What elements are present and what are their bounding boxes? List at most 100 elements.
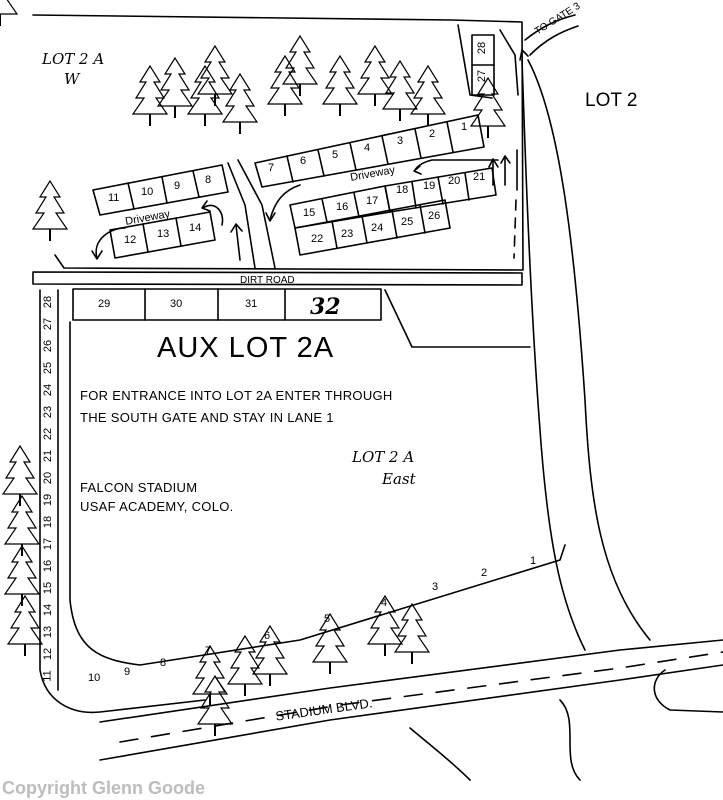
tree-icon: [282, 35, 318, 97]
stall-number: 2: [481, 567, 488, 579]
copyright-notice: Copyright Glenn Goode: [2, 778, 205, 798]
stall-number: 20: [448, 175, 461, 187]
stall-number: 17: [366, 195, 379, 207]
stall-number: 13: [42, 625, 55, 639]
lot2a-west-label-line1: LOT 2 A: [42, 50, 105, 68]
stall-number: 22: [311, 233, 324, 245]
stall-number: 23: [42, 405, 55, 419]
tree-icon: [2, 445, 38, 507]
stall-number: 10: [141, 186, 154, 198]
stall-number: 2: [429, 128, 436, 140]
tree-icon: [187, 65, 223, 127]
stall-number: 15: [303, 207, 316, 219]
stall-number: 19: [423, 180, 436, 192]
stall-number: 20: [42, 471, 55, 485]
stall-number: 25: [401, 216, 414, 228]
aux-row-stalls: [72, 288, 382, 321]
tree-icon: [197, 45, 233, 107]
entrance-instructions-line1: FOR ENTRANCE INTO LOT 2A ENTER THROUGH: [80, 388, 393, 403]
top-row-stalls: [254, 114, 485, 188]
venue-line2: USAF ACADEMY, COLO.: [80, 499, 234, 514]
stall-number: 21: [42, 449, 55, 463]
stall-number: 9: [124, 666, 131, 678]
tree-icon: [7, 595, 43, 657]
stall-number: 6: [264, 630, 271, 642]
tree-icon: [470, 77, 506, 139]
tree-icon: [32, 180, 68, 242]
lot2a-east-label-line1: LOT 2 A: [352, 448, 415, 466]
stall-number: 10: [88, 672, 101, 684]
stall-number: 1: [461, 121, 468, 133]
stall-number: 5: [332, 149, 339, 161]
lot2-road-right-edge: [527, 59, 651, 641]
stall-number: 14: [42, 603, 55, 617]
tree-icon: [394, 603, 430, 665]
stall-number: 18: [42, 515, 55, 529]
stall-number: 11: [108, 192, 120, 204]
stall-number: 5: [324, 613, 331, 625]
stall-number: 18: [396, 184, 409, 196]
tree-icon: [222, 73, 258, 135]
stall-number: 29: [98, 298, 111, 310]
stall-number: 3: [397, 135, 404, 147]
aux-lot-boundary: [384, 289, 531, 348]
stall-number: 23: [341, 228, 354, 240]
stall-number: 19: [42, 493, 55, 507]
stall-number: 24: [371, 222, 384, 234]
stall-number: 25: [42, 361, 55, 375]
tree-icon: [410, 65, 446, 127]
right-lower-stalls: [294, 199, 451, 256]
stall-number: 15: [42, 581, 55, 595]
stadium-blvd: [99, 664, 723, 761]
dirt-road: [32, 271, 523, 286]
stall-number: 30: [170, 298, 183, 310]
dirt-road-label: DIRT ROAD: [240, 275, 295, 286]
stall-number: 8: [205, 174, 212, 186]
stall-number: 16: [336, 201, 349, 213]
stall-number: 1: [530, 555, 537, 567]
lot2a-west-boundary: [32, 14, 524, 271]
stall-number: 14: [189, 222, 202, 234]
right-mid-stalls: [289, 185, 391, 229]
stall-number: 9: [174, 180, 181, 192]
tree-cluster: [0, 0, 19, 26]
stall-number: 8: [160, 657, 167, 669]
lot2a-east-label-line2: East: [382, 470, 416, 488]
stall-number: 28: [42, 295, 55, 309]
stall-number: 6: [300, 155, 307, 167]
stall-number: 32: [310, 294, 341, 320]
tree-icon: [357, 45, 393, 107]
stall-number: 28: [476, 41, 489, 55]
aux-lot-title: AUX LOT 2A: [157, 332, 335, 364]
venue-line1: FALCON STADIUM: [80, 480, 198, 495]
stall-number: 4: [364, 142, 371, 154]
stall-number: 16: [42, 559, 55, 573]
lot2a-west-label-line2: W: [64, 70, 80, 88]
lot2-label: LOT 2: [585, 90, 638, 111]
stall-number: 31: [245, 298, 258, 310]
stall-number: 22: [42, 427, 55, 441]
tree-icon: [132, 65, 168, 127]
stall-number: 26: [428, 210, 441, 222]
left-upper-stalls: [92, 164, 229, 216]
stall-number: 17: [42, 537, 55, 551]
stall-number: 13: [157, 228, 170, 240]
lot2-road-left-edge: [521, 59, 586, 651]
stall-number: 27: [476, 69, 489, 83]
stall-number: 12: [124, 234, 137, 246]
tree-icon: [227, 635, 263, 697]
stall-number: 4: [381, 597, 388, 609]
stall-number: 27: [42, 317, 55, 331]
stall-number: 11: [41, 670, 54, 682]
stall-number: 26: [42, 339, 55, 353]
stall-number: 7: [268, 162, 275, 174]
stall-number: 21: [473, 171, 486, 183]
stall-number: 24: [42, 383, 55, 397]
tree-icon: [267, 55, 303, 117]
stall-number: 7: [205, 645, 212, 657]
tree-icon: [322, 55, 358, 117]
stall-number: 12: [42, 647, 55, 661]
entrance-instructions-line2: THE SOUTH GATE AND STAY IN LANE 1: [80, 410, 334, 425]
stall-number: 3: [432, 581, 439, 593]
